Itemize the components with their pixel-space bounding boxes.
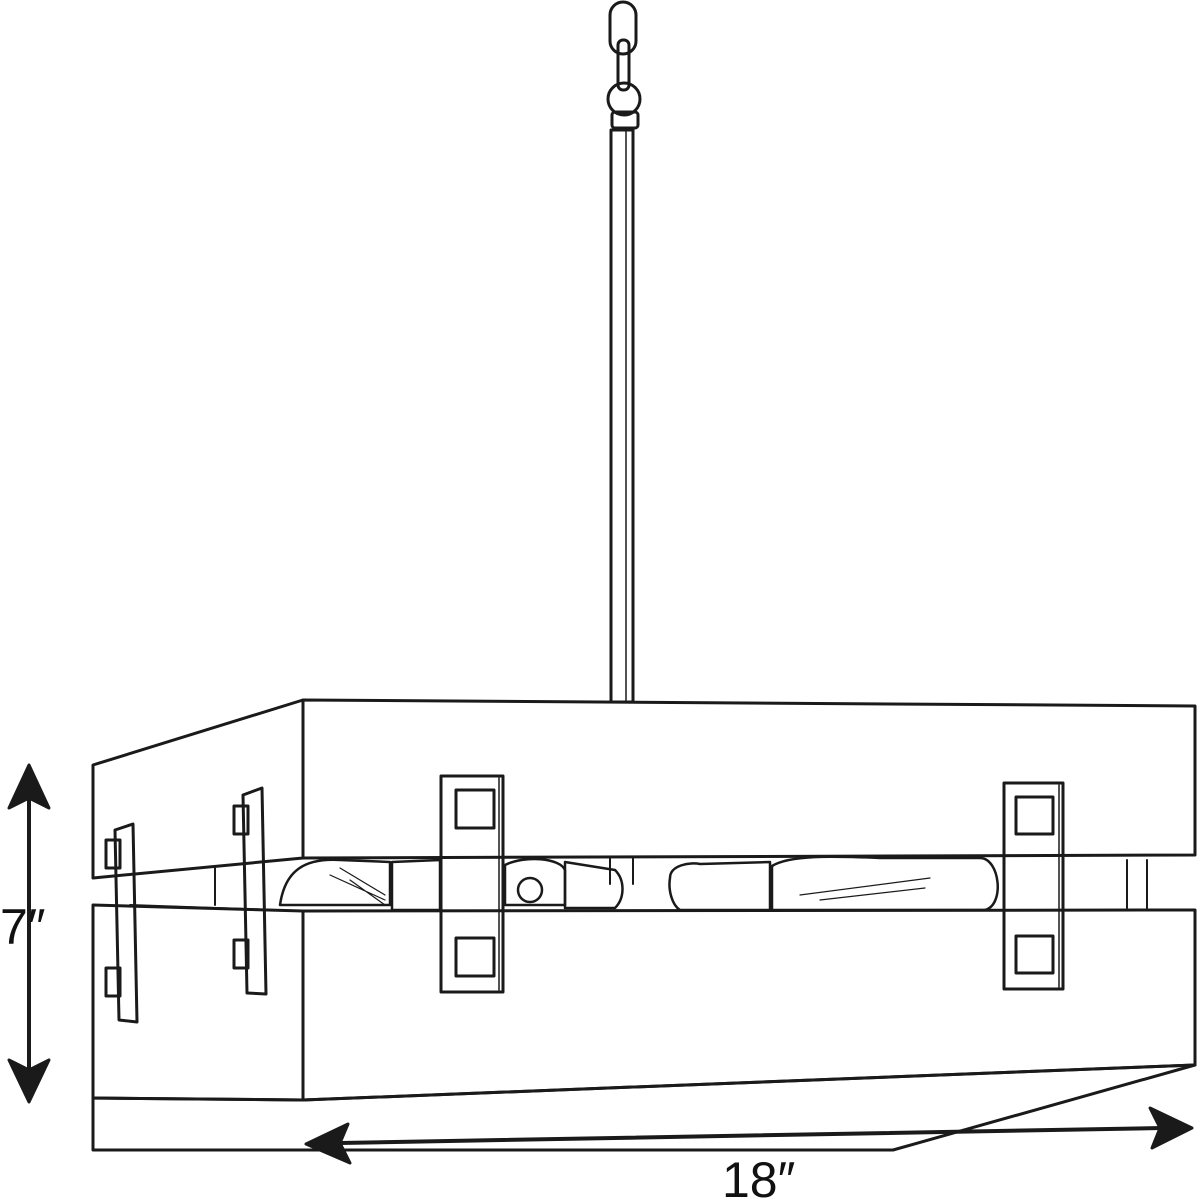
bulb-socket-3 [668, 860, 772, 912]
bulb-1-filament [329, 867, 386, 906]
bulb-socket-1 [390, 858, 442, 912]
bulb-1 [278, 858, 392, 907]
height-dimension-arrow [7, 763, 51, 1104]
bulb-2 [503, 857, 567, 907]
side-bracket-left-inner [232, 786, 268, 996]
top-band-left-face [91, 698, 305, 880]
bulb-3-filament [799, 877, 931, 901]
width-dimension-label: 18″ [722, 1152, 796, 1200]
bulb-socket-2 [563, 860, 624, 910]
bracket-rivet [454, 788, 496, 830]
chain-ring [606, 81, 642, 117]
arrow-left-head [304, 1122, 352, 1165]
front-bracket-left [439, 774, 505, 994]
bottom-band-underside [91, 1063, 1197, 1152]
height-dimension-label: 7″ [0, 899, 46, 955]
bracket-rivet [1014, 934, 1055, 975]
interior-gap [129, 857, 1148, 912]
front-bracket-right [1002, 781, 1065, 991]
arrow-up-head [7, 763, 51, 810]
downrod [609, 128, 635, 704]
bracket-rivet [1014, 795, 1055, 836]
bulb-2-base [516, 876, 544, 904]
bottom-band-left-face [91, 903, 305, 1102]
chain-link-top [608, 0, 638, 56]
bracket-rivet [454, 936, 496, 978]
bulb-3 [770, 855, 999, 912]
chain-link-middle [616, 38, 631, 92]
width-dimension-arrow [304, 1106, 1194, 1165]
side-bracket-left-outer [104, 822, 139, 1024]
bottom-frame-band [91, 903, 1197, 1152]
top-frame-band [91, 698, 1197, 880]
light-bulbs [278, 855, 999, 912]
rod-cap [610, 110, 640, 130]
top-band-front-face [301, 698, 1197, 860]
arrow-right-head [1148, 1106, 1194, 1150]
hanging-chain [606, 0, 642, 130]
arrow-down-head [7, 1058, 51, 1104]
